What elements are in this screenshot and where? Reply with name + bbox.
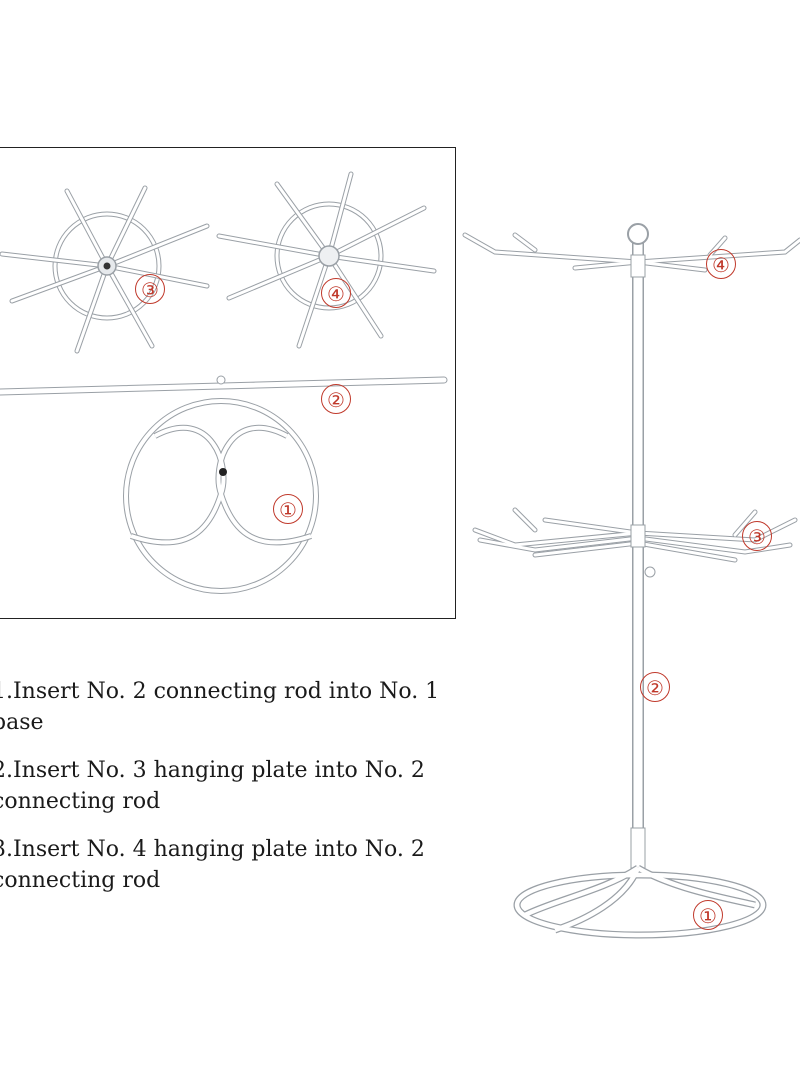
assembled-stand-illustration [462,223,800,939]
base-1 [123,398,319,594]
marker-part-2: ② [321,384,351,414]
assembled-stand [455,200,800,964]
marker-part-1: ① [273,494,303,524]
instruction-step: 2.Insert No. 3 hanging plate into No. 2 … [0,755,492,817]
connecting-rod-2 [0,375,448,396]
step-number: 1 [0,679,6,704]
step-text: .Insert No. 2 connecting rod into No. 1 … [0,679,440,735]
instruction-step: 3.Insert No. 4 hanging plate into No. 2 … [0,834,492,896]
marker-part-4: ④ [321,278,351,308]
step-number: 3 [0,837,6,862]
marker-part-3: ③ [135,274,165,304]
instruction-step: 1.Insert No. 2 connecting rod into No. 1… [0,676,492,738]
stand-marker-part-1: ① [693,900,723,930]
hanging-plate-4 [216,171,437,349]
step-text: .Insert No. 4 hanging plate into No. 2 c… [0,837,432,893]
stand-marker-part-3: ③ [742,521,772,551]
stand-marker-part-4: ④ [706,249,736,279]
hanging-plate-3 [0,185,210,354]
step-text: .Insert No. 3 hanging plate into No. 2 c… [0,758,432,814]
parts-illustration [0,171,448,594]
parts-diagram-box: ③ ④ ② ① [0,147,456,619]
stand-marker-part-2: ② [640,672,670,702]
assembly-instructions: 1.Insert No. 2 connecting rod into No. 1… [0,676,492,913]
step-number: 2 [0,758,6,783]
